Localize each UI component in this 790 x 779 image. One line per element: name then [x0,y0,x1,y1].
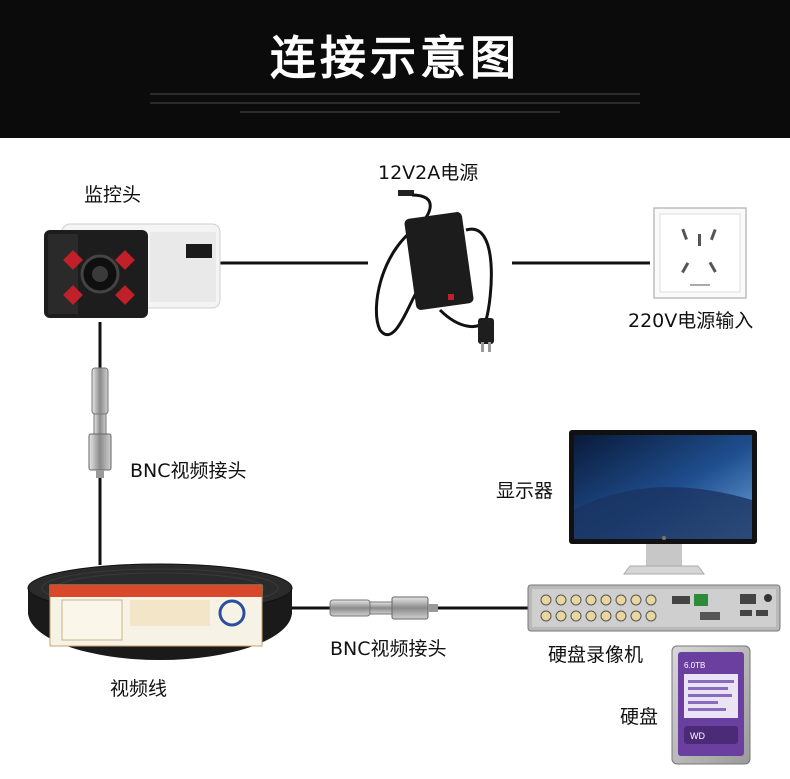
hdd-label: 硬盘 [620,706,659,728]
cable-label: 视频线 [110,678,168,700]
bnc-connector-vertical [88,367,112,478]
wall-outlet-device [653,207,747,299]
hdd-device: 6.0TB WD [671,645,751,765]
wall-outlet-label: 220V电源输入 [628,310,754,332]
power-adapter-label: 12V2A电源 [378,162,479,184]
power-adapter-device [374,190,494,352]
bnc-bottom-label: BNC视频接头 [330,638,447,660]
dvr-label: 硬盘录像机 [548,644,644,666]
banner-fine-line [240,111,560,113]
dvr-device [527,584,781,632]
monitor-device [569,430,757,575]
bnc-top-label: BNC视频接头 [130,460,247,482]
hdd-brand-text: WD [690,731,705,741]
camera-logo [186,244,212,258]
wires [98,261,650,610]
cable-coil-device [27,563,293,660]
monitor-label: 显示器 [496,480,554,502]
banner-fine-line [150,93,640,95]
bnc-connector-horizontal [329,596,438,620]
hdd-capacity-text: 6.0TB [684,661,705,670]
banner-fine-line [150,102,640,104]
page-title: 连接示意图 [270,31,520,85]
camera-label: 监控头 [84,184,142,206]
title-banner: 连接示意图 [0,0,790,138]
camera-device [44,223,221,318]
